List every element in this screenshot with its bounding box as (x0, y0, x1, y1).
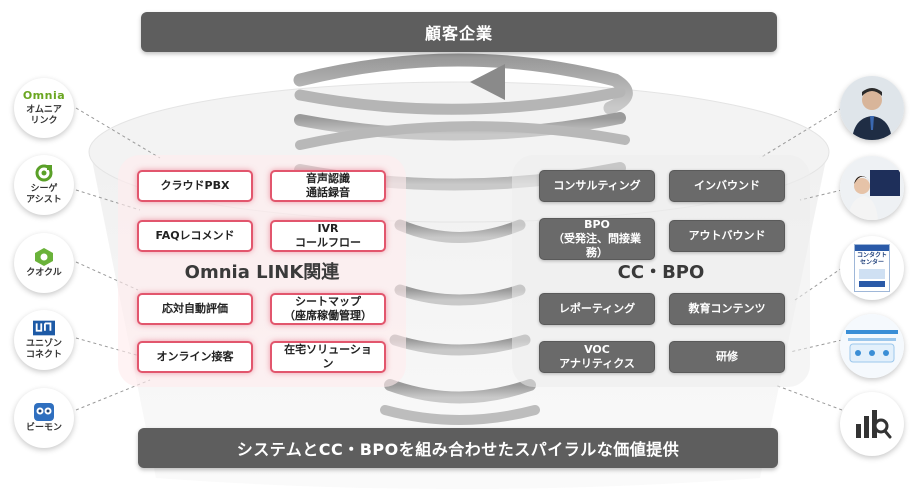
company-unison-connect: ユニゾン コネクト (14, 310, 74, 370)
company-omnia-link: Omnia オムニア リンク (14, 78, 74, 138)
service-cloud-pbx: クラウドPBX (137, 170, 253, 202)
service-ivr-call-flow: IVR コールフロー (270, 220, 386, 252)
businessman-photo-icon (840, 76, 904, 140)
value-statement-banner: システムとCC・BPOを組み合わせたスパイラルな価値提供 (138, 428, 778, 468)
omnia-logo-icon: Omnia (22, 89, 66, 103)
service-auto-evaluation: 応対自動評価 (137, 293, 253, 325)
cc-bpo-title: CC・BPO (617, 262, 705, 283)
document-thumbnail-icon (840, 314, 904, 378)
customer-enterprise-banner: 顧客企業 (141, 12, 777, 52)
service-consulting: コンサルティング (539, 170, 655, 202)
service-training: 研修 (669, 341, 785, 373)
siege-assist-logo-icon (33, 164, 55, 182)
service-education-content: 教育コンテンツ (669, 293, 785, 325)
company-label: ビーモン (25, 422, 62, 433)
value-statement-label: システムとCC・BPOを組み合わせたスパイラルな価値提供 (236, 440, 680, 459)
service-voc-analytics: VOC アナリティクス (539, 341, 655, 373)
bemon-logo-icon (33, 402, 55, 421)
company-label: シーゲ アシスト (26, 184, 62, 205)
company-quokuru: クオクル (14, 233, 74, 293)
book-title: コンタクト センター (856, 252, 887, 266)
service-online-reception: オンライン接客 (137, 341, 253, 373)
customer-enterprise-label: 顧客企業 (424, 24, 493, 43)
service-speech-recognition: 音声認識 通話録音 (270, 170, 386, 202)
service-bpo: BPO （受発注、問接業 務） (539, 218, 655, 260)
spiral-arrow-head (470, 64, 505, 100)
service-remote-work-solution: 在宅ソリューショ ン (270, 341, 386, 373)
company-label: クオクル (26, 267, 62, 278)
service-reporting: レポーティング (539, 293, 655, 325)
unison-connect-logo-icon (33, 319, 55, 337)
quokuru-logo-icon (33, 247, 55, 266)
omnia-link-title: Omnia LINK関連 (184, 262, 340, 283)
company-label: ユニゾン コネクト (25, 339, 62, 360)
service-seat-map: シートマップ （座席稼働管理） (270, 293, 386, 325)
service-inbound: インバウンド (669, 170, 785, 202)
spiral-coil (293, 53, 633, 425)
analytics-chart-icon (840, 392, 904, 456)
service-outbound: アウトバウンド (669, 220, 785, 252)
service-faq-recommend: FAQレコメンド (137, 220, 253, 252)
contact-center-book-icon: コンタクト センター (840, 236, 904, 300)
operator-photo-icon (840, 156, 904, 220)
company-bemon: ビーモン (14, 388, 74, 448)
company-label: オムニア リンク (26, 105, 62, 126)
company-siege-assist: シーゲ アシスト (14, 155, 74, 215)
